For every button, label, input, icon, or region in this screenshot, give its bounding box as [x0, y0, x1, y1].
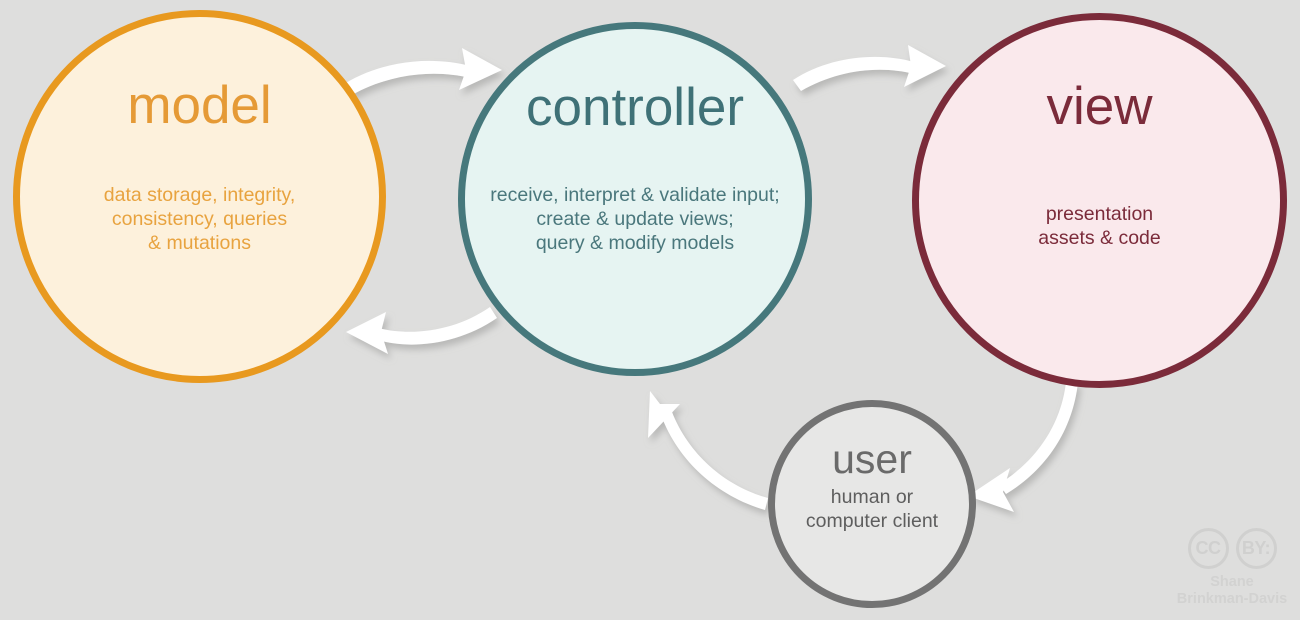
node-model[interactable]: model data storage, integrity, consisten… [13, 10, 386, 383]
creative-commons-badges: CC BY: [1187, 528, 1277, 569]
arrow-model-to-controller [344, 48, 502, 95]
node-user-title: user [832, 436, 912, 482]
node-user[interactable]: user human or computer client [768, 400, 976, 608]
node-model-title: model [127, 76, 272, 135]
attribution-block: CC BY: Shane Brinkman-Davis [1172, 528, 1292, 607]
creative-commons-icon: CC [1187, 528, 1229, 569]
node-user-description: human or computer client [805, 486, 939, 532]
arrow-view-to-user [968, 382, 1078, 512]
node-controller[interactable]: controller receive, interpret & validate… [458, 22, 812, 376]
arrow-controller-to-model [346, 307, 497, 354]
node-model-description: data storage, integrity, consistency, qu… [103, 184, 296, 254]
attribution-by-icon: BY: [1235, 528, 1277, 569]
attribution-author-name: Shane Brinkman-Davis [1176, 574, 1288, 607]
node-controller-description: receive, interpret & validate input; cre… [490, 184, 780, 254]
arrow-controller-to-view [793, 45, 946, 91]
node-view-description: presentation assets & code [1038, 203, 1161, 249]
node-view-title: view [1046, 77, 1153, 136]
node-controller-title: controller [526, 78, 744, 137]
node-view[interactable]: view presentation assets & code [912, 13, 1287, 388]
arrow-user-to-controller [648, 391, 768, 510]
